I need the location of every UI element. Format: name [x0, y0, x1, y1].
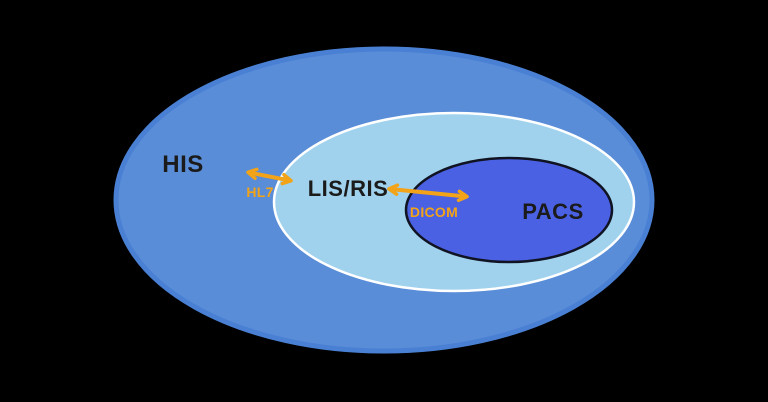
dicom-arrow: [387, 183, 469, 203]
hl7-label: HL7: [246, 184, 273, 200]
lis-ris-label: LIS/RIS: [308, 176, 389, 201]
dicom-label: DICOM: [410, 204, 458, 220]
pacs-label: PACS: [522, 199, 584, 224]
hl7-arrow: [246, 167, 293, 186]
his-label: HIS: [162, 151, 204, 178]
